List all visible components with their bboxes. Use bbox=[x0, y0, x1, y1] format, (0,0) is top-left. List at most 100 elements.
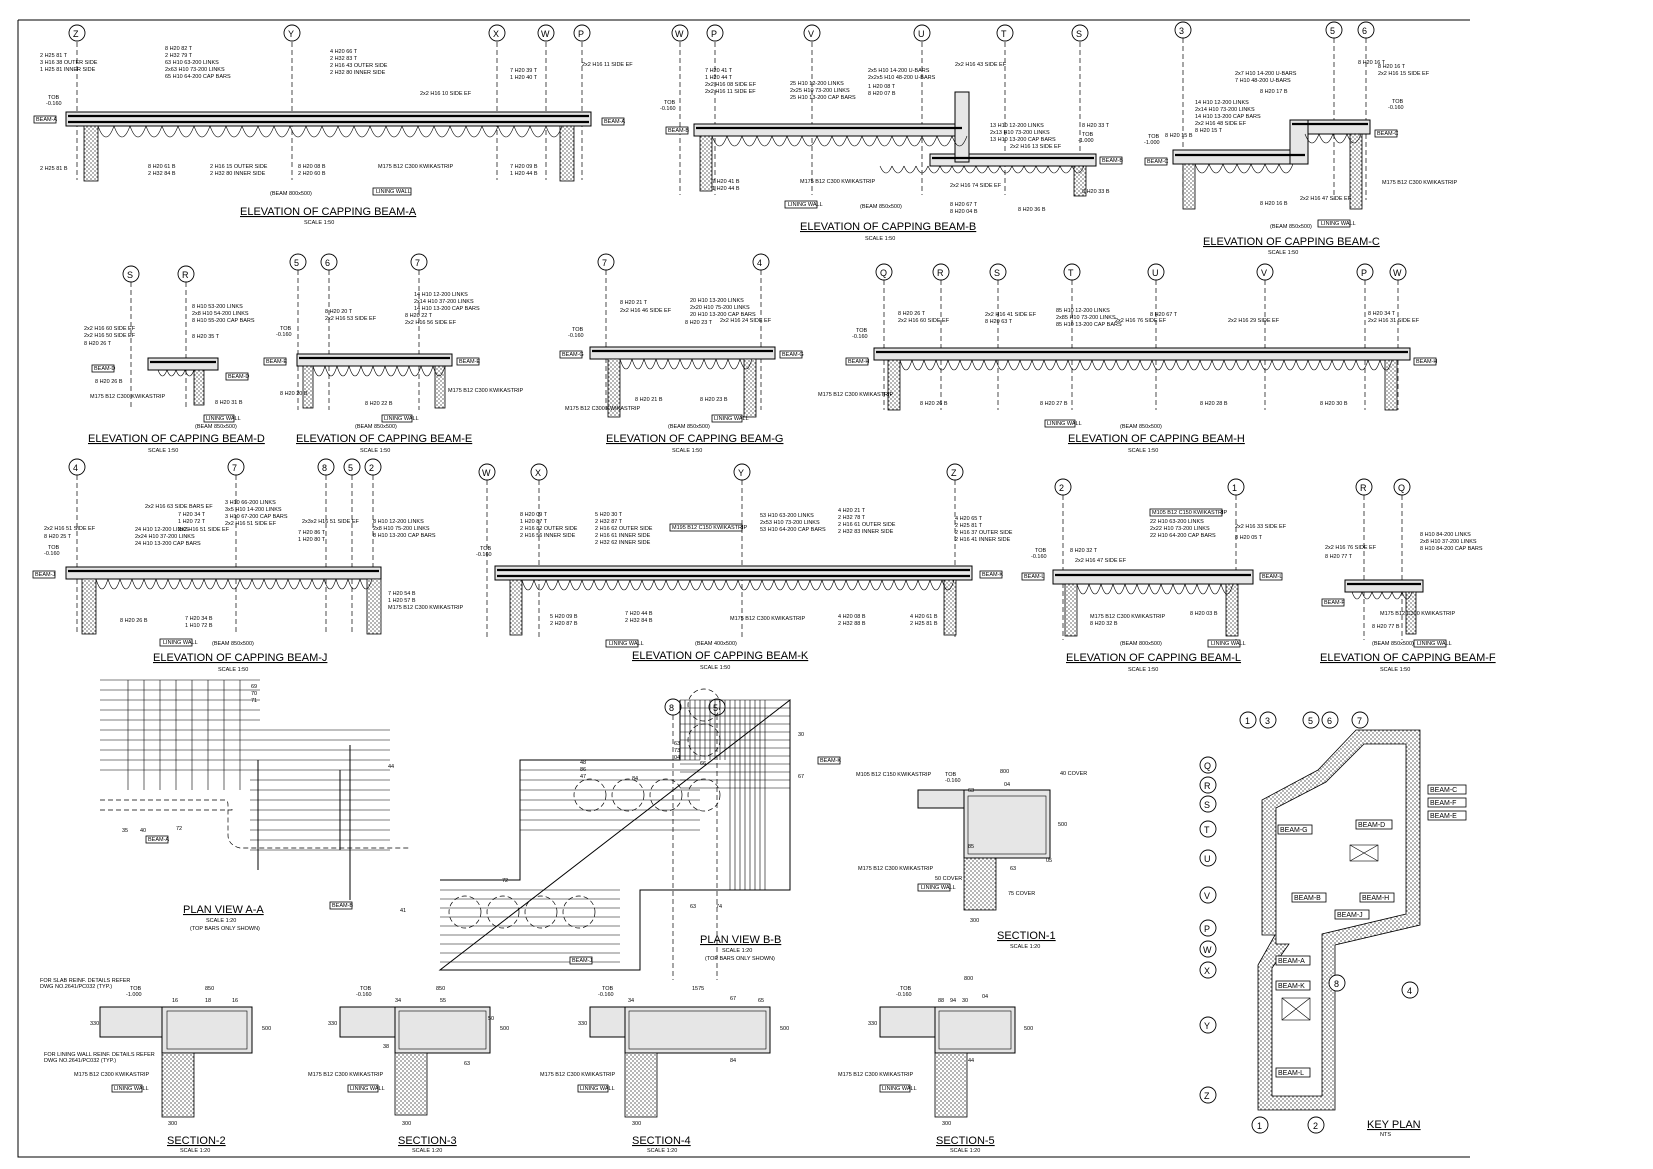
svg-text:SCALE 1:50: SCALE 1:50 bbox=[218, 667, 248, 673]
section-2[interactable]: FOR SLAB REINF. DETAILS REFER DWG NO.264… bbox=[40, 978, 271, 1154]
svg-text:LINING WALL: LINING WALL bbox=[714, 416, 749, 422]
key-plan-top-grids: 1 3 5 6 7 bbox=[1239, 711, 1369, 729]
svg-text:BEAM-L: BEAM-L bbox=[1278, 1070, 1304, 1077]
svg-text:4 H20 65 T: 4 H20 65 T bbox=[955, 516, 983, 522]
svg-text:-0.160: -0.160 bbox=[1031, 554, 1047, 560]
drawing-linework bbox=[521, 579, 955, 591]
svg-text:2x2 H16 33 SIDE EF: 2x2 H16 33 SIDE EF bbox=[1235, 524, 1287, 530]
plan-view-a-a[interactable]: 69 70 71 44 35 40 BEAM-A BEAM-B 72 41 PL… bbox=[100, 679, 410, 932]
elevation-beam-d[interactable]: S R 8 H10 53-200 LINKS 2x8 H10 54-200 LI… bbox=[84, 265, 265, 454]
svg-text:14 H10 12-200 LINKS: 14 H10 12-200 LINKS bbox=[414, 292, 468, 298]
svg-text:BEAM-G: BEAM-G bbox=[782, 352, 804, 358]
svg-text:SCALE 1:50: SCALE 1:50 bbox=[672, 448, 702, 454]
pile-outline bbox=[687, 688, 721, 722]
section-4[interactable]: TOB -0.160 1575 67 65 500 330 34 84 M175… bbox=[540, 986, 789, 1154]
plan-view-b-b[interactable]: 8 5 30 63 73 04 66 48 86 47 84 72 67 63 … bbox=[438, 688, 841, 980]
svg-text:BEAM-K: BEAM-K bbox=[1278, 983, 1305, 990]
svg-text:SCALE 1:50: SCALE 1:50 bbox=[700, 665, 730, 671]
elevation-beam-c[interactable]: 3 5 6 8 H20 16 T 2x7 H10 14-200 U-BARS 7… bbox=[1144, 21, 1458, 256]
key-plan-outline bbox=[1257, 729, 1421, 1111]
drawing-linework bbox=[97, 125, 563, 138]
elevation-beam-f[interactable]: R Q 8 H10 84-200 LINKS 2x8 H10 37-200 LI… bbox=[1320, 478, 1496, 673]
svg-text:16: 16 bbox=[172, 998, 178, 1004]
svg-text:1 H25 81 INNER SIDE: 1 H25 81 INNER SIDE bbox=[40, 67, 96, 73]
svg-text:7 H20 09 B: 7 H20 09 B bbox=[510, 164, 538, 170]
svg-text:U: U bbox=[918, 29, 925, 39]
svg-text:BEAM-A: BEAM-A bbox=[148, 837, 169, 843]
elevation-beam-h[interactable]: Q R S T U V P W 8 H20 26 T 2x2 H16 60 SI… bbox=[818, 263, 1437, 454]
svg-text:1 H20 87 T: 1 H20 87 T bbox=[520, 519, 548, 525]
svg-text:TOB: TOB bbox=[945, 772, 957, 778]
elevation-beam-k[interactable]: W X Y Z 8 H20 09 T 1 H20 87 T 2 H16 82 O… bbox=[476, 463, 1013, 671]
svg-text:72: 72 bbox=[176, 826, 182, 832]
svg-text:(TOP BARS ONLY SHOWN): (TOP BARS ONLY SHOWN) bbox=[705, 956, 775, 962]
svg-text:6: 6 bbox=[1327, 716, 1332, 726]
svg-text:LINING WALL: LINING WALL bbox=[1047, 421, 1082, 427]
svg-text:2 H16 82 OUTER SIDE: 2 H16 82 OUTER SIDE bbox=[520, 526, 578, 532]
svg-text:72: 72 bbox=[502, 878, 508, 884]
svg-text:20 H10 13-200 CAP BARS: 20 H10 13-200 CAP BARS bbox=[690, 312, 756, 318]
svg-text:8 H20 21 B: 8 H20 21 B bbox=[635, 397, 663, 403]
svg-text:2 H32 84 B: 2 H32 84 B bbox=[625, 618, 653, 624]
drawing-linework bbox=[711, 135, 968, 147]
svg-text:8 H20 63 T: 8 H20 63 T bbox=[985, 319, 1013, 325]
svg-text:7 H20 54 B: 7 H20 54 B bbox=[388, 591, 416, 597]
svg-text:LINING WALL: LINING WALL bbox=[1321, 221, 1356, 227]
svg-text:BEAM-H: BEAM-H bbox=[1416, 359, 1437, 365]
section-3[interactable]: TOB -0.160 850 55 50 500 330 34 38 M175 … bbox=[308, 986, 509, 1154]
svg-text:3x5 H10 14-200 LINKS: 3x5 H10 14-200 LINKS bbox=[225, 507, 282, 513]
grid-bubbles-c: 3 5 6 bbox=[1174, 21, 1375, 200]
elevation-beam-b[interactable]: W P V U T S 7 H20 41 T 1 H20 44 T 2x2 H1… bbox=[660, 24, 1123, 242]
svg-text:M175 B12 C300 KWIKASTRIP: M175 B12 C300 KWIKASTRIP bbox=[378, 164, 454, 170]
svg-text:8 H20 32 T: 8 H20 32 T bbox=[1070, 548, 1098, 554]
elevation-beam-j[interactable]: 4 7 8 5 2 2x2 H16 63 SIDE BARS EF 7 H20 … bbox=[32, 458, 464, 673]
elevation-beam-g[interactable]: 7 4 8 H20 21 T 2x2 H16 46 SIDE EF 20 H10… bbox=[559, 253, 804, 454]
svg-text:44: 44 bbox=[388, 764, 394, 770]
svg-text:67: 67 bbox=[798, 774, 804, 780]
svg-text:P: P bbox=[711, 29, 717, 39]
svg-text:8 H20 03 B: 8 H20 03 B bbox=[1190, 611, 1218, 617]
svg-text:DWG NO.2641/PC032 (TYP.): DWG NO.2641/PC032 (TYP.) bbox=[40, 984, 112, 990]
svg-text:7 H20 41 B: 7 H20 41 B bbox=[712, 179, 740, 185]
svg-text:BEAM-A: BEAM-A bbox=[604, 119, 625, 125]
svg-text:8 H20 35 T: 8 H20 35 T bbox=[192, 334, 220, 340]
svg-text:M175 B12 C300 KWIKASTRIP: M175 B12 C300 KWIKASTRIP bbox=[818, 392, 894, 398]
pile-arches bbox=[95, 125, 1413, 600]
elevation-beam-a[interactable]: Z Y X W P 2 H25 81 T 3 H16 38 OUTER SIDE… bbox=[33, 24, 633, 226]
section-1[interactable]: M105 B12 C150 KWIKASTRIP TOB -0.160 800 … bbox=[856, 769, 1087, 950]
svg-text:4 H20 21 T: 4 H20 21 T bbox=[838, 508, 866, 514]
svg-text:7 H20 86 T: 7 H20 86 T bbox=[298, 530, 326, 536]
elevation-beam-e[interactable]: 5 6 7 14 H10 12-200 LINKS 2x14 H10 37-20… bbox=[263, 253, 524, 454]
svg-text:85: 85 bbox=[968, 844, 974, 850]
svg-text:8 H20 34 T: 8 H20 34 T bbox=[1368, 311, 1396, 317]
svg-text:BEAM-D: BEAM-D bbox=[228, 374, 249, 380]
svg-text:34: 34 bbox=[395, 998, 401, 1004]
svg-text:DWG NO.2641/PC032 (TYP.): DWG NO.2641/PC032 (TYP.) bbox=[44, 1058, 116, 1064]
svg-text:-0.160: -0.160 bbox=[476, 552, 492, 558]
svg-text:(BEAM 800x500): (BEAM 800x500) bbox=[1120, 641, 1162, 647]
key-plan[interactable]: 1 3 5 6 7 Q R S T U V P W X Y Z BEAM-C B… bbox=[1199, 711, 1467, 1138]
svg-text:BEAM-L: BEAM-L bbox=[1262, 574, 1282, 580]
svg-text:2 H25 81 B: 2 H25 81 B bbox=[910, 621, 938, 627]
svg-text:330: 330 bbox=[328, 1021, 337, 1027]
svg-text:LINING WALL: LINING WALL bbox=[1417, 641, 1452, 647]
svg-text:8 H20 15 T: 8 H20 15 T bbox=[1195, 128, 1223, 134]
svg-text:8 H20 28 B: 8 H20 28 B bbox=[1200, 401, 1228, 407]
elevation-beam-l[interactable]: 2 1 8 H20 32 T M105 B12 C150 KWIKASTRIP … bbox=[1021, 478, 1287, 673]
svg-text:LINING WALL: LINING WALL bbox=[206, 416, 241, 422]
svg-text:8 H20 82 T: 8 H20 82 T bbox=[165, 46, 193, 52]
svg-text:2x2 H16 76 SIDE EF: 2x2 H16 76 SIDE EF bbox=[1325, 545, 1377, 551]
svg-text:2x24 H10 37-200 LINKS: 2x24 H10 37-200 LINKS bbox=[135, 534, 195, 540]
svg-text:U: U bbox=[1204, 854, 1211, 864]
svg-text:2x2 H16 41 SIDE EF: 2x2 H16 41 SIDE EF bbox=[985, 312, 1037, 318]
svg-text:BEAM-J: BEAM-J bbox=[1337, 912, 1363, 919]
drawing-linework bbox=[157, 369, 195, 377]
svg-text:BEAM-J: BEAM-J bbox=[572, 958, 592, 964]
svg-text:LINING WALL: LINING WALL bbox=[163, 640, 198, 646]
svg-text:PLAN VIEW A-A: PLAN VIEW A-A bbox=[183, 904, 264, 916]
svg-text:M175 B12 C300 KWIKASTRIP: M175 B12 C300 KWIKASTRIP bbox=[1382, 180, 1458, 186]
section-5[interactable]: TOB -0.160 800 88 94 30 04 500 330 44 M1… bbox=[838, 976, 1033, 1154]
drawing-linework bbox=[619, 358, 753, 370]
svg-text:8 H20 36 B: 8 H20 36 B bbox=[1018, 207, 1046, 213]
